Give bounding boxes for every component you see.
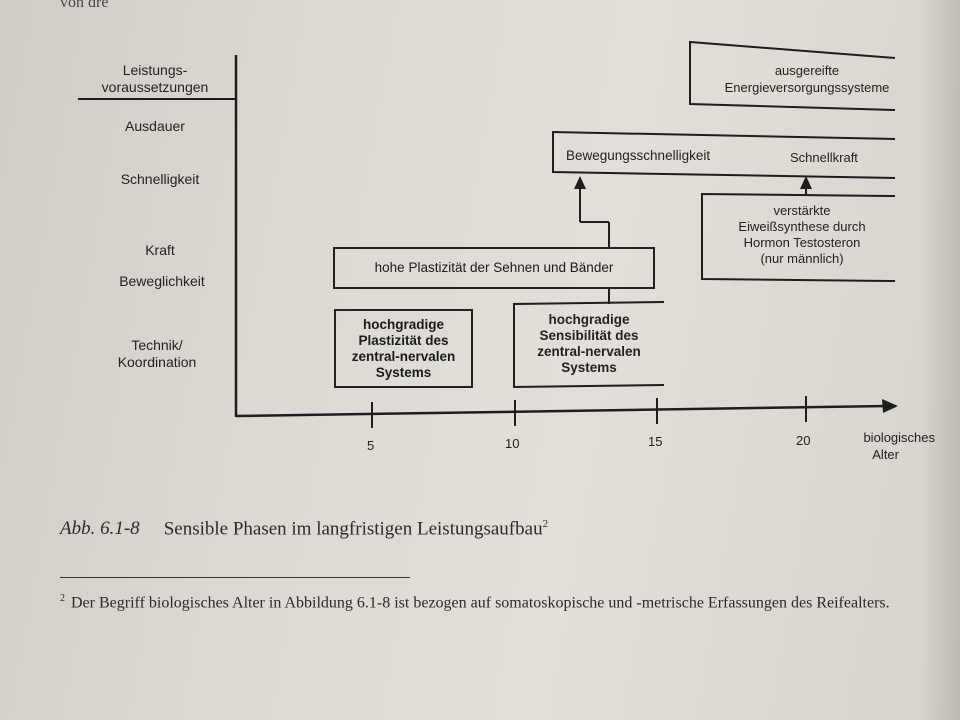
arrowhead-bewegung: [574, 176, 586, 189]
eiweiss-line3: Hormon Testosteron: [743, 235, 861, 250]
box-plastizitaet-zns: hochgradige Plastizität des zentral-nerv…: [334, 309, 473, 388]
y-label-technik: Technik/ Koordination: [92, 337, 222, 371]
y-axis-title-line2: voraussetzungen: [101, 79, 209, 95]
y-label-schnelligkeit: Schnelligkeit: [120, 171, 200, 187]
box-schnellkraft-text: Schnellkraft: [790, 150, 858, 165]
box-eiweiss-outline: [701, 192, 896, 282]
x-axis: [235, 404, 889, 418]
figure-ref: Abb. 6.1-8: [60, 518, 140, 540]
plastizitaet-zns-line3: zentral-nervalen: [351, 348, 456, 364]
tick-label-20: 20: [796, 433, 811, 448]
box-bewegung-outline: [552, 130, 896, 179]
eiweiss-line1: verstärkte: [773, 203, 831, 218]
plastizitaet-zns-line2: Plastizität des: [358, 332, 449, 348]
figure-caption: Abb. 6.1-8 Sensible Phasen im langfristig…: [60, 518, 548, 540]
energie-line2: Energieversorgungssysteme: [724, 80, 890, 95]
box-bewegung-text: Bewegungsschnelligkeit: [566, 148, 711, 163]
sensibilitaet-zns-line3: zentral-nervalen: [537, 344, 641, 359]
eiweiss-line4: (nur männlich): [760, 251, 844, 266]
plastizitaet-sehnen-text: hohe Plastizität der Sehnen und Bänder: [374, 260, 614, 275]
plastizitaet-zns-line4: Systems: [375, 364, 432, 380]
y-axis-title-line1: Leistungs-: [122, 62, 188, 78]
y-label-technik-line2: Koordination: [117, 354, 197, 370]
box-plastizitaet-sehnen: hohe Plastizität der Sehnen und Bänder: [333, 247, 655, 289]
box-sens-outline: [513, 301, 665, 389]
y-label-technik-line1: Technik/: [131, 337, 183, 353]
x-axis-title-line1: biologisches: [863, 430, 935, 445]
energie-line1: ausgereifte: [774, 63, 840, 78]
x-axis-arrowhead: [882, 399, 898, 413]
sensibilitaet-zns-line4: Systems: [561, 360, 617, 375]
x-axis-title-line2: Alter: [872, 447, 899, 462]
y-label-kraft: Kraft: [145, 242, 175, 258]
footnote-rule: [60, 577, 410, 578]
figure-caption-text: Sensible Phasen im langfristigen Leistun…: [163, 518, 543, 540]
box-eiweiss-text: verstärkte Eiweißsynthese durch Hormon T…: [712, 203, 892, 267]
plastizitaet-zns-line1: hochgradige: [362, 316, 444, 332]
footnote-mark: 2: [60, 593, 65, 604]
box-energie-text: ausgereifte Energieversorgungssysteme: [712, 62, 902, 96]
box-energie-outline: [689, 40, 896, 111]
tick-label-15: 15: [648, 434, 663, 449]
box-sensibilitaet-zns-text: hochgradige Sensibilität des zentral-ner…: [516, 312, 662, 376]
sensibilitaet-zns-line2: Sensibilität des: [539, 328, 639, 343]
eiweiss-line2: Eiweißsynthese durch: [738, 219, 866, 234]
sensibilitaet-zns-line1: hochgradige: [548, 312, 630, 327]
y-axis-title: Leistungs- voraussetzungen: [80, 62, 230, 96]
tick-label-5: 5: [367, 438, 375, 453]
y-label-beweglichkeit: Beweglichkeit: [119, 273, 205, 289]
plastizitaet-zns-text: hochgradige Plastizität des zentral-nerv…: [352, 317, 456, 381]
x-axis-title: biologisches Alter: [825, 429, 935, 463]
footnote: 2 Der Begriff biologisches Alter in Abbil…: [60, 588, 940, 614]
cut-off-text: von dre: [60, 0, 109, 11]
footnote-text: Der Begriff biologisches Alter in Abbild…: [71, 594, 890, 612]
arrowhead-schnellkraft: [800, 176, 812, 189]
tick-label-10: 10: [505, 436, 520, 451]
caption-footnote-mark: 2: [542, 518, 549, 530]
y-label-ausdauer: Ausdauer: [125, 118, 185, 134]
page-edge-shadow: [920, 0, 960, 720]
